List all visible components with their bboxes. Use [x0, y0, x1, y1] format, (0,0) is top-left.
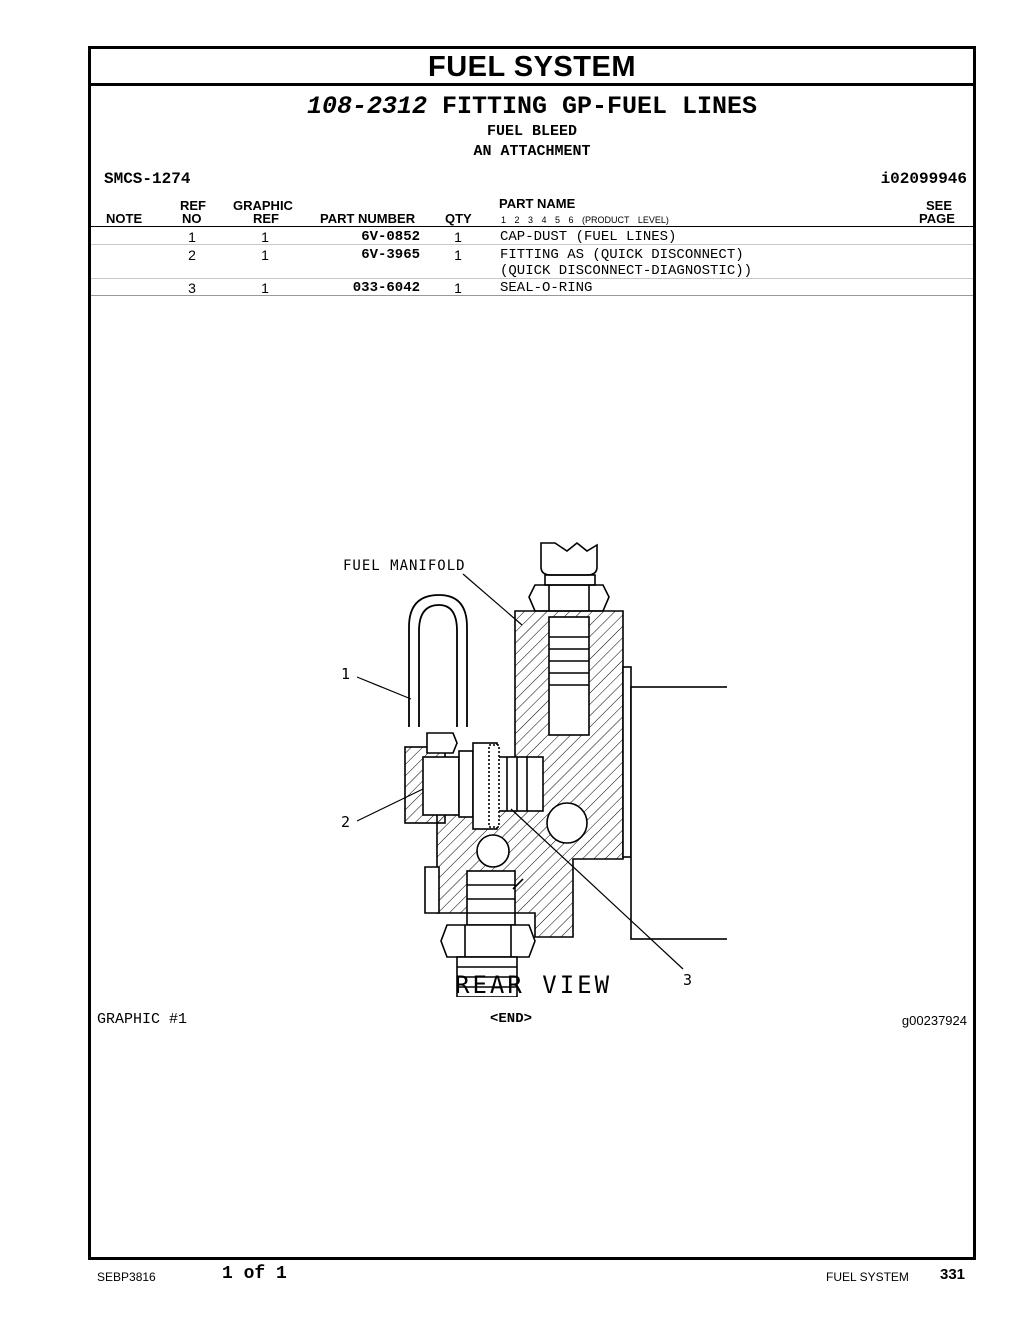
product-levels: 1 2 3 4 5 6 (PRODUCT LEVEL) [501, 215, 669, 225]
quick-disconnect-fitting [404, 732, 544, 830]
header-ref-top: REF [180, 198, 206, 213]
subtitle-fuel-bleed: FUEL BLEED [486, 123, 577, 140]
group-number: 108-2312 [306, 92, 427, 121]
flange [622, 666, 727, 940]
footer-page-number: 331 [940, 1266, 966, 1283]
row1-graphic: 1 [261, 229, 269, 245]
header-note: NOTE [106, 211, 143, 226]
document-ident: i02099946 [880, 170, 967, 188]
row3-part-name: SEAL-O-RING [500, 280, 593, 296]
group-title: 108-2312 FITTING GP-FUEL LINES [91, 92, 973, 121]
dust-cap [408, 594, 468, 727]
callout-fuel-manifold: FUEL MANIFOLD [343, 558, 466, 574]
top-nut [528, 541, 610, 612]
row1-part-number: 6V-0852 [361, 229, 420, 245]
row3-graphic: 1 [261, 280, 269, 296]
row2-part-name: FITTING AS (QUICK DISCONNECT) [500, 247, 744, 263]
row2-part-name-cont: (QUICK DISCONNECT-DIAGNOSTIC)) [500, 263, 753, 279]
row1-qty: 1 [454, 229, 462, 245]
graphic-label: GRAPHIC #1 [97, 1011, 188, 1028]
footer-section: FUEL SYSTEM [826, 1270, 909, 1284]
footer-document-number: SEBP3816 [97, 1270, 156, 1284]
header-graphic-bottom: REF [253, 211, 279, 226]
rear-view-label: REAR VIEW [455, 971, 613, 999]
row3-qty: 1 [454, 280, 462, 296]
section-title: FUEL SYSTEM [428, 51, 636, 83]
leader-line [356, 788, 424, 822]
callout-1: 1 [341, 665, 350, 683]
leader-line [510, 808, 684, 970]
page-frame: FUEL SYSTEM 108-2312 FITTING GP-FUEL LIN… [88, 46, 976, 1260]
header-qty: QTY [445, 211, 472, 226]
subtitle-attachment: AN ATTACHMENT [473, 143, 591, 160]
header-see-bottom: PAGE [919, 211, 955, 226]
row2-ref: 2 [188, 247, 196, 263]
row2-part-number: 6V-3965 [361, 247, 420, 263]
row-divider [91, 244, 973, 245]
row2-graphic: 1 [261, 247, 269, 263]
leader-line [356, 676, 412, 700]
header-ref-bottom: NO [182, 211, 202, 226]
leader-line [462, 573, 523, 626]
header-part-number: PART NUMBER [320, 211, 416, 226]
row-divider [91, 295, 973, 296]
callout-2: 2 [341, 813, 350, 831]
fitting-drawing: FUEL MANIFOLD [341, 541, 727, 997]
smcs-code: SMCS-1274 [104, 170, 191, 188]
row-divider [91, 278, 973, 279]
header-graphic-top: GRAPHIC [233, 198, 293, 213]
graphic-id: g00237924 [901, 1013, 967, 1028]
header-part-name: PART NAME [499, 196, 576, 211]
row2-qty: 1 [454, 247, 462, 263]
row1-part-name: CAP-DUST (FUEL LINES) [500, 229, 677, 245]
section-title-bar: FUEL SYSTEM [91, 49, 973, 86]
group-name: FITTING GP-FUEL LINES [441, 92, 758, 121]
header-see-top: SEE [926, 198, 953, 213]
callout-3: 3 [683, 971, 692, 989]
footer-page-of: 1 of 1 [222, 1264, 287, 1284]
row3-ref: 3 [188, 280, 196, 296]
header-rule [91, 226, 973, 227]
bottom-fitting [424, 866, 536, 997]
row3-part-number: 033-6042 [352, 280, 420, 296]
end-marker: <END> [490, 1011, 533, 1027]
row1-ref: 1 [188, 229, 196, 245]
